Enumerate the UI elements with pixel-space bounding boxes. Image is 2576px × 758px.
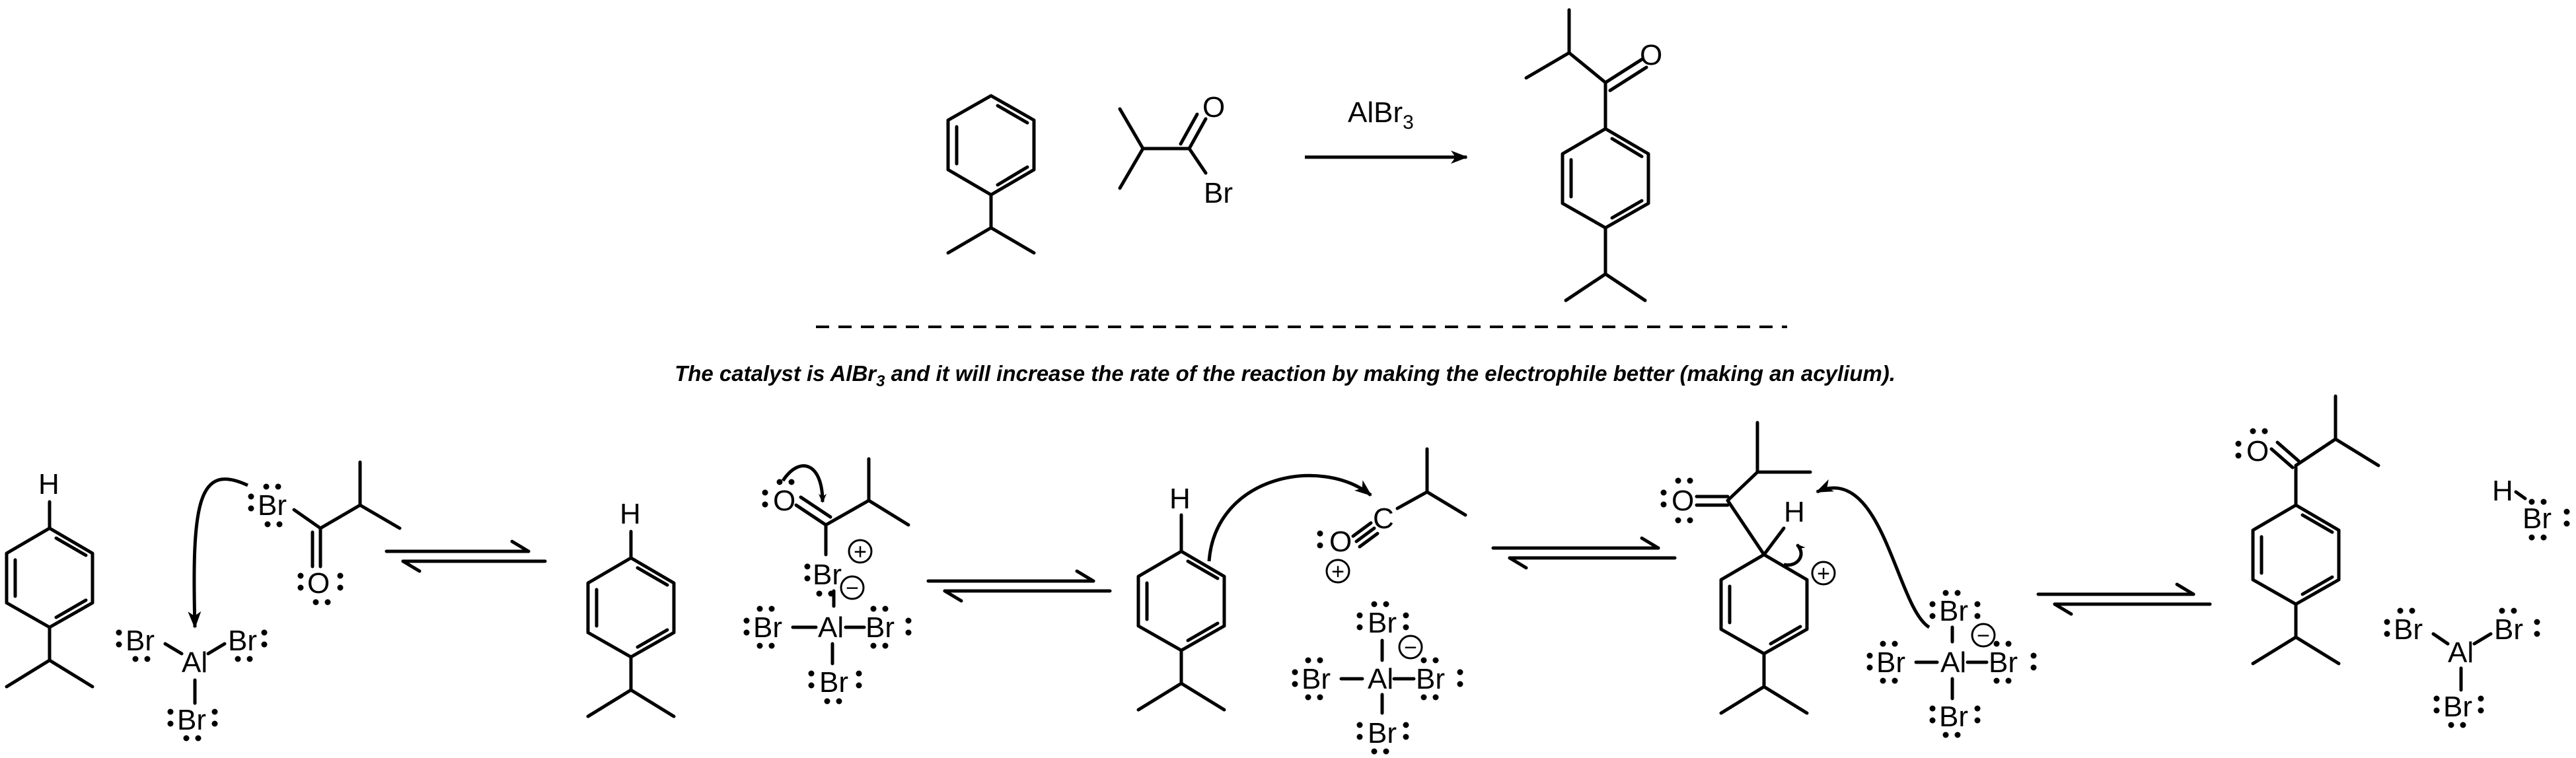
product-oxygen-label: O bbox=[1640, 39, 1662, 71]
aromatic-hydrogen-label: H bbox=[620, 498, 641, 530]
bromine-label: Br bbox=[2522, 502, 2552, 535]
curved-arrow-br-to-al bbox=[188, 477, 249, 629]
svg-text:+: + bbox=[854, 539, 867, 565]
step5-aryl-ketone: O bbox=[2235, 394, 2380, 666]
equilibrium-arrow-2 bbox=[926, 569, 1112, 603]
bromine-label: Br bbox=[1989, 646, 2018, 679]
oxygen-label: O bbox=[307, 567, 330, 600]
bromine-label: Br bbox=[2443, 691, 2472, 723]
equilibrium-arrow-3 bbox=[1491, 536, 1677, 570]
bromine-label: Br bbox=[1876, 646, 1905, 679]
step2-cumene: H bbox=[586, 498, 676, 718]
bromine-label: Br bbox=[126, 625, 155, 657]
catalyst-label: AlBr3 bbox=[1348, 96, 1414, 133]
oxygen-label: O bbox=[1672, 485, 1694, 517]
bromine-label: Br bbox=[865, 611, 895, 644]
bromine-label: Br bbox=[177, 704, 206, 736]
sp3-hydrogen-label: H bbox=[1784, 496, 1805, 528]
bromine-label: Br bbox=[819, 666, 848, 699]
svg-text:+: + bbox=[1331, 559, 1344, 584]
bromine-label: Br bbox=[1939, 701, 1968, 733]
bromine-label: Br bbox=[753, 611, 782, 644]
aryl-ketone-product: O bbox=[1524, 8, 1662, 302]
svg-text:−: − bbox=[1977, 623, 1990, 648]
step1-acyl-bromide: Br O bbox=[248, 460, 402, 605]
curved-arrow-bromide-to-h bbox=[1816, 479, 1931, 629]
svg-text:+: + bbox=[1817, 561, 1830, 586]
bromine-label: Br bbox=[1368, 717, 1397, 749]
svg-text:−: − bbox=[1404, 635, 1417, 660]
curved-arrow-ring-to-acylium bbox=[1207, 474, 1372, 562]
step4-tetrabromoaluminate: Br Al − Br Br Br bbox=[1866, 590, 2037, 738]
step5-hydrogen-bromide: H Br bbox=[2492, 475, 2570, 541]
step1-aluminum-bromide: Al Br Br Br bbox=[116, 625, 268, 741]
bromine-label: Br bbox=[1416, 663, 1445, 695]
bromine-label: Br bbox=[1204, 177, 1233, 209]
svg-text:−: − bbox=[846, 576, 859, 601]
step5-aluminum-bromide: Br Br Al Br bbox=[2384, 607, 2540, 728]
carbonyl-oxygen-label: O bbox=[1202, 91, 1225, 123]
step2-acyl-aluminum-complex: O Br + Al − Br Br Br bbox=[743, 457, 912, 705]
curved-arrow-ch-bond bbox=[1783, 543, 1806, 567]
aluminum-label: Al bbox=[182, 646, 207, 679]
aluminum-label: Al bbox=[2448, 637, 2474, 669]
oxygen-label: O bbox=[773, 485, 795, 517]
curved-arrow-oxygen-lone-pair bbox=[781, 464, 827, 503]
equilibrium-arrow-4 bbox=[2036, 582, 2212, 616]
bromine-label: Br bbox=[258, 489, 287, 522]
step3-tetrabromoaluminate: Br Al − Br Br Br bbox=[1292, 601, 1463, 755]
aluminum-label: Al bbox=[1940, 646, 1966, 679]
mechanism-caption: The catalyst is AlBr3 and it will increa… bbox=[675, 361, 1895, 390]
oxygen-label: O bbox=[2246, 435, 2269, 467]
forward-reaction-arrow: AlBr3 bbox=[1305, 96, 1468, 164]
bromine-label: Br bbox=[1939, 595, 1968, 627]
bromine-label: Br bbox=[1302, 663, 1331, 695]
bromine-label: Br bbox=[2394, 613, 2423, 646]
bromine-label: Br bbox=[2494, 613, 2523, 646]
aromatic-hydrogen-label: H bbox=[1169, 483, 1191, 515]
step4-arenium-ion: O H + bbox=[1660, 421, 1836, 715]
equilibrium-arrow-1 bbox=[385, 539, 547, 573]
oxygen-label: O bbox=[1329, 526, 1352, 558]
carbon-label: C bbox=[1373, 502, 1394, 535]
aluminum-label: Al bbox=[818, 611, 844, 644]
bromine-label: Br bbox=[813, 559, 842, 591]
acyl-bromide-reactant: O Br bbox=[1118, 91, 1233, 209]
bromine-label: Br bbox=[228, 625, 257, 657]
step3-cumene: H bbox=[1136, 483, 1226, 712]
step1-cumene: H bbox=[5, 468, 94, 689]
aluminum-label: Al bbox=[1368, 663, 1393, 695]
step3-acylium-ion: O C + bbox=[1317, 447, 1467, 584]
bromine-label: Br bbox=[1368, 607, 1397, 639]
hydrogen-label: H bbox=[2492, 475, 2513, 507]
cumene-reactant bbox=[946, 94, 1036, 255]
aromatic-hydrogen-label: H bbox=[38, 468, 59, 500]
